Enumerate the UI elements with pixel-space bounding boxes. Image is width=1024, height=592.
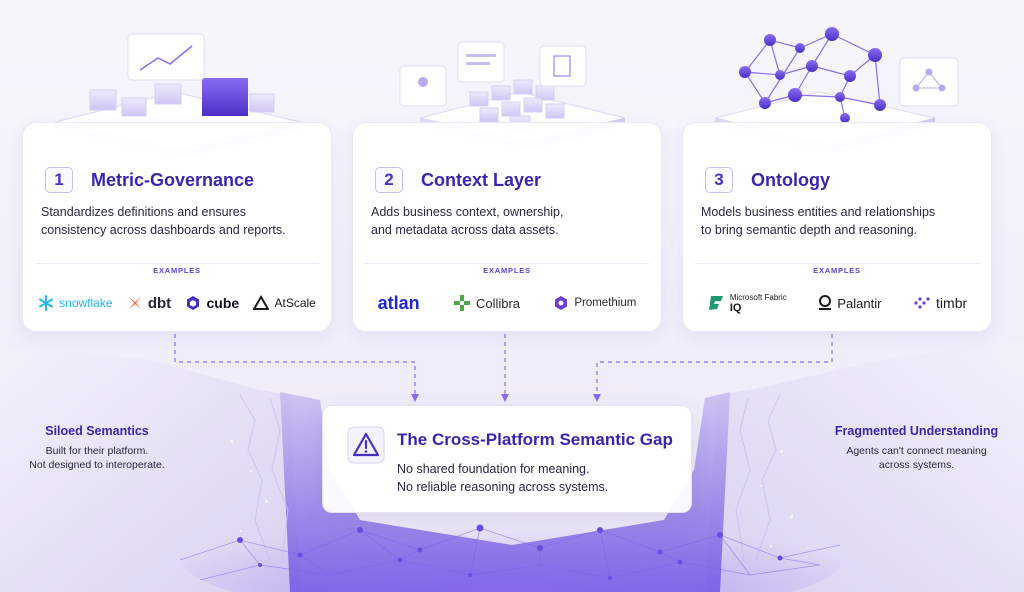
logo-text: Collibra (475, 295, 521, 311)
logo-text: snowflake (59, 296, 113, 310)
logo-collibra: Collibra (453, 294, 520, 312)
note-siloed-semantics: Siloed Semantics Built for their platfor… (22, 424, 172, 472)
logo-text: IQ (729, 302, 742, 314)
warning-icon (347, 426, 385, 464)
cube-icon (187, 296, 200, 310)
gap-line: No shared foundation for meaning. (397, 462, 590, 476)
timbr-icon (914, 297, 930, 309)
card-number: 3 (705, 167, 733, 193)
logo-cube: cube (185, 295, 239, 311)
logo-snowflake: snowflake (38, 295, 113, 311)
logo-text: cube (206, 295, 240, 311)
logo-row: Microsoft Fabric IQ Palantir timbr (691, 288, 983, 318)
card-metric-governance: 1 Metric-Governance Standardizes definit… (22, 122, 332, 332)
note-fragmented-understanding: Fragmented Understanding Agents can't co… (824, 424, 1009, 472)
card-context-layer: 2 Context Layer Adds business context, o… (352, 122, 662, 332)
note-title: Fragmented Understanding (834, 424, 999, 438)
logo-text: AtScale (274, 296, 316, 310)
examples-label: EXAMPLES (483, 266, 531, 275)
desc-line: Standardizes definitions and ensures (41, 205, 246, 219)
logo-fabric-iq: Microsoft Fabric IQ (707, 292, 787, 314)
card-ontology: 3 Ontology Models business entities and … (682, 122, 992, 332)
desc-line: Models business entities and relationshi… (701, 205, 936, 219)
desc-line: and metadata across data assets. (371, 223, 559, 237)
palantir-icon (819, 295, 832, 310)
card-number: 1 (45, 167, 73, 193)
promethium-icon (555, 296, 568, 310)
note-line: Agents can't connect meaning (846, 445, 987, 457)
fabric-icon (708, 296, 723, 310)
logo-text: Microsoft Fabric (729, 293, 787, 302)
logo-text: dbt (147, 294, 172, 312)
note-line: across systems. (878, 459, 955, 471)
logo-text: timbr (936, 295, 968, 311)
logo-timbr: timbr (913, 295, 967, 311)
collibra-icon (453, 295, 470, 311)
logo-atscale: AtScale (253, 295, 316, 311)
desc-line: Adds business context, ownership, (371, 205, 564, 219)
semantic-gap-box: The Cross-Platform Semantic Gap No share… (322, 405, 692, 513)
logo-dbt: dbt (127, 295, 171, 312)
note-title: Siloed Semantics (45, 424, 149, 438)
gap-line: No reliable reasoning across systems. (397, 480, 609, 494)
card-title: Metric-Governance (91, 169, 255, 190)
logo-row: snowflake dbt cube AtScale (31, 288, 323, 318)
card-description: Adds business context, ownership, and me… (371, 203, 647, 239)
card-title: Context Layer (421, 169, 542, 190)
dbt-icon (128, 297, 141, 309)
logo-text: Palantir (837, 295, 882, 311)
logo-row: atlan Collibra Promethium (361, 288, 653, 318)
logo-text: Promethium (574, 297, 637, 309)
logo-atlan: atlan (378, 293, 420, 314)
card-description: Standardizes definitions and ensures con… (41, 203, 317, 239)
atscale-icon (253, 295, 270, 310)
examples-label: EXAMPLES (153, 266, 201, 275)
note-line: Built for their platform. (45, 445, 149, 457)
snowflake-icon (39, 295, 54, 311)
card-number: 2 (375, 167, 403, 193)
gap-title: The Cross-Platform Semantic Gap (397, 430, 673, 449)
divider (35, 263, 319, 264)
examples-label: EXAMPLES (813, 266, 861, 275)
card-description: Models business entities and relationshi… (701, 203, 977, 239)
atlan-icon: atlan (377, 292, 420, 313)
note-line: Not designed to interoperate. (29, 459, 165, 471)
logo-promethium: Promethium (553, 295, 636, 311)
card-title: Ontology (751, 169, 830, 190)
divider (365, 263, 649, 264)
divider (695, 263, 979, 264)
logo-palantir: Palantir (818, 295, 881, 311)
desc-line: consistency across dashboards and report… (41, 223, 286, 237)
desc-line: to bring semantic depth and reasoning. (701, 223, 918, 237)
